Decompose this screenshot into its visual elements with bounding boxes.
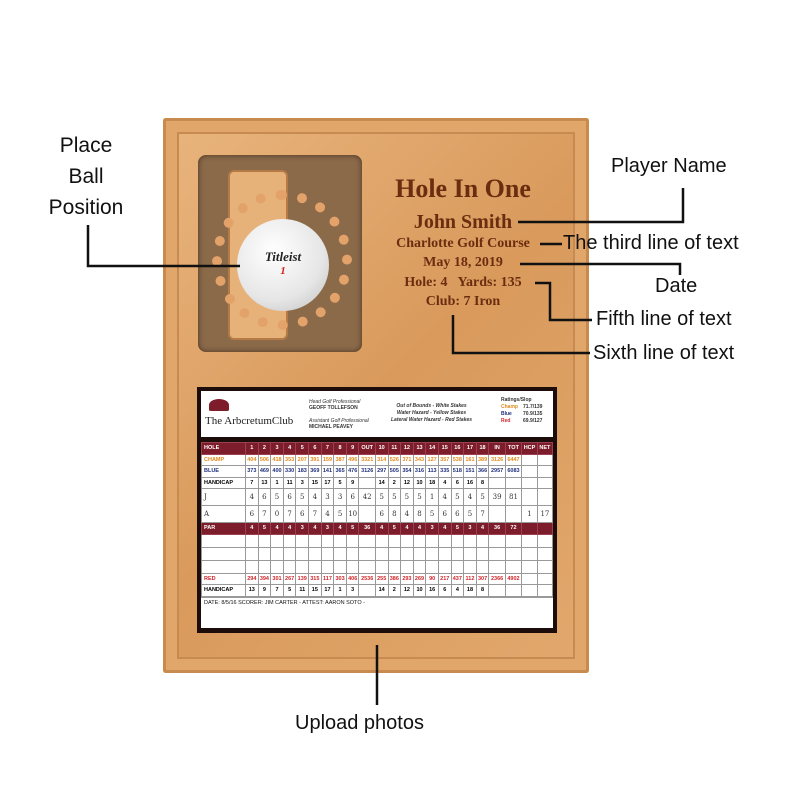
score-cell: 4902 — [504, 572, 523, 585]
annotation-player: Player Name — [611, 155, 727, 177]
score-cell — [504, 505, 523, 523]
row-label: HANDICAP — [201, 584, 246, 597]
scorecard-photo[interactable]: The ArbcretumClub Head Golf Professional… — [197, 387, 557, 633]
row-label: A — [201, 505, 246, 523]
club-name: The ArbcretumClub — [205, 415, 294, 427]
score-cell: 6 — [437, 584, 452, 597]
score-cell: 117 — [320, 572, 335, 585]
score-cell: 13 — [412, 442, 427, 455]
score-cell — [358, 505, 376, 523]
date-pointer-line — [520, 262, 682, 275]
score-cell: 16 — [425, 584, 439, 597]
fifth-line-pointer — [535, 281, 592, 322]
score-cell: 7 — [475, 505, 490, 523]
score-cell: 315 — [308, 572, 322, 585]
score-cell: 7 — [257, 505, 272, 523]
pro2-name: MICHAEL PEAVEY — [309, 424, 353, 430]
rating-row: Red 69.9/127 — [501, 418, 542, 425]
rating-value: 71.7/139 — [523, 404, 543, 410]
score-cell — [358, 559, 376, 574]
player-pointer-line — [518, 188, 685, 224]
ball-brand: Titleist — [264, 249, 302, 264]
score-cell — [358, 584, 376, 597]
score-cell: 307 — [475, 572, 490, 585]
score-cell: 267 — [282, 572, 297, 585]
row-label — [201, 559, 246, 574]
rule: Water Hazard - Yellow Stakes — [396, 410, 467, 416]
score-cell — [504, 584, 523, 597]
score-cell: 17 — [536, 505, 554, 523]
rating-row: Blue 70.9/135 — [501, 411, 542, 418]
stake-rules: Out of Bounds - White Stakes Water Hazar… — [391, 403, 472, 424]
row-label: RED — [201, 572, 246, 585]
score-cell: 17 — [320, 584, 335, 597]
score-cell — [536, 572, 554, 585]
scorecard-header: The ArbcretumClub Head Golf Professional… — [201, 391, 553, 437]
pro1-title: Head Golf Professional — [309, 399, 361, 405]
pro2-title: Assistant Golf Professional — [309, 418, 369, 424]
score-cell — [536, 559, 554, 574]
score-cell: 2536 — [358, 572, 376, 585]
score-cell: 139 — [295, 572, 310, 585]
score-cell: 6 — [295, 505, 310, 523]
laurel-wreath-icon — [212, 190, 352, 330]
score-cell: 5 — [282, 584, 297, 597]
score-cell: 12 — [400, 584, 414, 597]
pro1-name: GEOFF TOLLEFSON — [309, 405, 358, 411]
annotation-third: The third line of text — [563, 232, 739, 254]
annotation-date: Date — [655, 275, 698, 297]
course-name: Charlotte Golf Course — [396, 236, 530, 251]
scorecard-footer: DATE: 8/5/16 SCORER: JIM CARTER - ATTEST… — [201, 596, 553, 610]
player-name: John Smith — [413, 211, 513, 233]
ball-number: 1 — [280, 265, 286, 277]
ball-pointer-line — [86, 225, 240, 268]
score-cell: 2 — [257, 442, 272, 455]
annotation-upload: Upload photos — [295, 712, 424, 734]
score-cell: NET — [536, 442, 554, 455]
score-cell: 7 — [282, 505, 297, 523]
score-cell: 269 — [412, 572, 427, 585]
rating-value: 69.9/127 — [523, 418, 543, 424]
annotation-ball: Place Ball Position — [48, 134, 124, 219]
rating-tee: Blue — [501, 411, 512, 417]
plaque-title: Hole In One — [395, 174, 531, 203]
scorecard-row — [201, 559, 554, 574]
rating-tee: Champ — [501, 404, 518, 410]
rule: Out of Bounds - White Stakes — [396, 403, 467, 409]
hole-yards-line: Hole: 4 Yards: 135 — [404, 275, 522, 290]
rule: Lateral Water Hazard - Red Stakes — [391, 417, 473, 423]
score-cell: 437 — [450, 572, 465, 585]
score-cell: 18 — [463, 584, 477, 597]
date-line: May 18, 2019 — [423, 255, 503, 270]
rating-tee: Red — [501, 418, 511, 424]
score-cell: 15 — [308, 584, 322, 597]
scorecard-row — [201, 533, 554, 548]
score-cell — [504, 559, 523, 574]
sixth-line-pointer — [451, 315, 590, 355]
score-cell: 6 — [245, 505, 259, 523]
rating-row: Champ 71.7/139 — [501, 404, 542, 411]
rating-value: 70.9/135 — [523, 411, 543, 417]
row-label: HOLE — [201, 442, 246, 455]
score-cell: 6447 — [504, 453, 523, 466]
club-line: Club: 7 Iron — [425, 294, 501, 309]
score-cell — [536, 584, 554, 597]
annotation-fifth: Fifth line of text — [596, 308, 732, 330]
ratings-title: Ratings/Slop — [501, 397, 532, 403]
tree-logo-icon — [209, 399, 229, 411]
annotation-sixth: Sixth line of text — [593, 342, 735, 364]
